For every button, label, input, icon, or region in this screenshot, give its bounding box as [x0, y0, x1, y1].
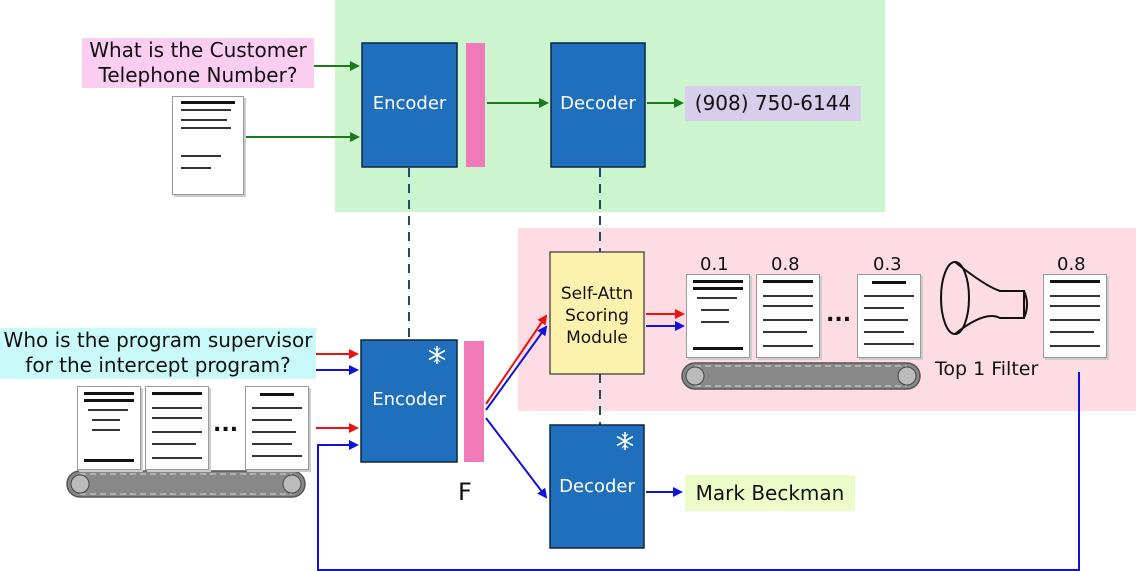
bottom-encoder-label: Encoder: [372, 389, 446, 410]
document-icon: [1043, 274, 1107, 358]
top-question: What is the Customer Telephone Number?: [82, 38, 314, 88]
score-label: 0.1: [700, 254, 729, 275]
top-decoder-block: [550, 42, 646, 168]
selected-score-label: 0.8: [1057, 254, 1086, 275]
bottom-answer: Mark Beckman: [685, 475, 855, 511]
top-answer: (908) 750-6144: [685, 86, 861, 121]
document-icon: [77, 386, 141, 470]
funnel-icon: [940, 261, 1028, 335]
bottom-feature-bar: [464, 341, 484, 462]
conveyor-belt-icon: [66, 470, 306, 498]
top-encoder-label: Encoder: [372, 93, 447, 114]
document-icon: [172, 96, 244, 195]
top-decoder-label: Decoder: [560, 93, 636, 114]
scoring-module-block: [549, 251, 645, 375]
ellipsis: ...: [213, 412, 239, 437]
score-label: 0.8: [771, 254, 800, 275]
bottom-decoder-label: Decoder: [559, 476, 635, 497]
document-icon: [245, 386, 309, 470]
conveyor-belt-icon: [681, 362, 921, 390]
scoring-module-label: Self-Attn Scoring Module: [560, 284, 634, 348]
bottom-encoder-block: [360, 339, 458, 463]
bottom-question: Who is the program supervisor for the in…: [0, 328, 316, 379]
score-label: 0.3: [873, 254, 902, 275]
document-icon: [857, 274, 921, 358]
top-encoder-block: [361, 42, 458, 168]
document-icon: [145, 386, 209, 470]
document-icon: [756, 274, 820, 358]
ellipsis: ...: [826, 302, 852, 327]
document-icon: [686, 274, 750, 358]
feature-f-label: F: [458, 478, 472, 506]
bottom-decoder-block: [549, 424, 645, 549]
filter-label: Top 1 Filter: [935, 358, 1039, 380]
top-feature-bar: [466, 43, 485, 167]
